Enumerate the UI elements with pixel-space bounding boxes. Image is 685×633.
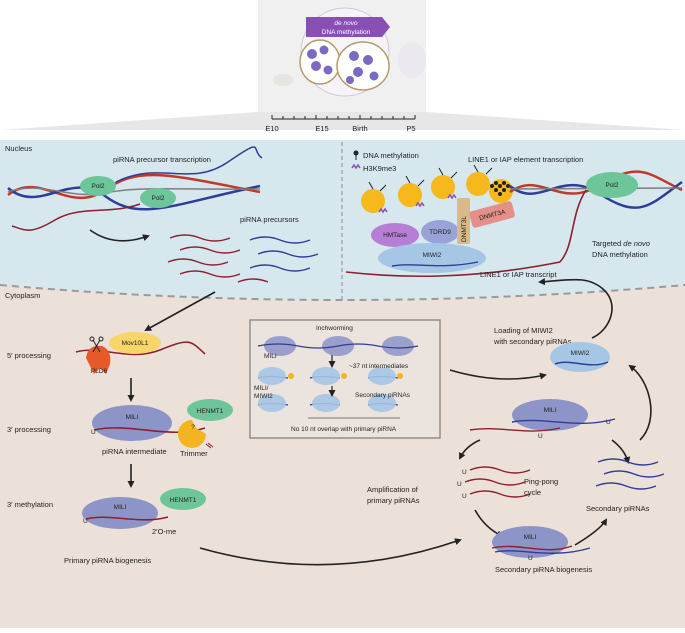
legend-dna-methylation: DNA methylation (363, 151, 419, 160)
u-secondary-f: U (528, 555, 533, 562)
targeted-line2: DNA methylation (592, 250, 648, 259)
dnmt3l-label: DNMT3L (461, 216, 468, 242)
pol2-b-label: Pol2 (151, 195, 164, 202)
mili-bottom-label: MILI (524, 534, 537, 541)
tdrd9-label: TDRD9 (429, 229, 451, 236)
pingpong-line2: cycle (524, 488, 541, 497)
mili-primary-2-label: MILI (114, 504, 127, 511)
henmt1-2-label: HENMT1 (170, 497, 197, 504)
intermediate-label: piRNA intermediate (102, 447, 167, 456)
pingpong-line1: Ping-pong (524, 477, 558, 486)
timeline-axis: E10 E15 Birth P5 (265, 115, 416, 133)
mov10l1 (109, 332, 161, 354)
inset-mili-miwi2-1: MILI/ (254, 385, 269, 392)
loading-line1: Loading of MIWI2 (494, 326, 553, 335)
miwi2-cytoplasm (550, 342, 610, 372)
pol2-b (140, 188, 176, 208)
precursors-label: piRNA precursors (240, 215, 299, 224)
henmt1-2 (160, 488, 206, 510)
miwi2-nucleus-label: MIWI2 (423, 252, 442, 259)
inset-mili-label: MILI (264, 353, 277, 360)
curved-arrow-icon (89, 229, 150, 242)
trimmer-question: ? (191, 424, 195, 431)
secondary-pirnas-label: Secondary piRNAs (586, 504, 650, 513)
amplification-line2: primary piRNAs (367, 496, 420, 505)
process-tag: de novo DNA methylation (306, 17, 390, 37)
inset-secondary-label: Secondary piRNAs (355, 392, 411, 399)
amplification-line1: Amplification of (367, 485, 419, 494)
pol2-a-label: Pol2 (91, 183, 104, 190)
transposon-silencing: DNA methylation H3K9me3 LINE1 or IAP ele… (345, 150, 683, 279)
inchworming-inset: Inchworming MILI MILI/ MIWI2 (249, 319, 441, 439)
mili-primary-1-label: MILI (126, 414, 139, 421)
targeted-line1: Targeted de novo (592, 239, 650, 248)
precursor-title: piRNA precursor transcription (113, 155, 211, 164)
primary-biogenesis: 5′ processing 3′ processing 3′ methylati… (7, 291, 462, 566)
line1-title: LINE1 or IAP element transcription (468, 155, 583, 164)
cytoplasm-label: Cytoplasm (5, 291, 40, 300)
germ-cell-illustration (299, 39, 390, 91)
nucleus-label: Nucleus (5, 144, 32, 153)
transcript-label: LINE1 or IAP transcript (480, 270, 557, 279)
tick-e10: E10 (265, 124, 278, 133)
u-secondary-c: U (462, 469, 467, 476)
process-tag-line1: de novo (334, 20, 358, 27)
row-3methyl: 3′ methylation (7, 500, 53, 509)
inset-mili-miwi2-2: MIWI2 (254, 393, 273, 400)
u-secondary-b: U (606, 419, 611, 426)
pol2-right (586, 172, 638, 198)
intermediates-label: ~37 nt intermediates (349, 363, 409, 370)
mov10l1-label: Mov10L1 (122, 340, 149, 347)
row-3prime: 3′ processing (7, 425, 51, 434)
trimmer-label: Trimmer (180, 449, 208, 458)
primary-title: Primary piRNA biogenesis (64, 556, 151, 565)
legend-h3k9me3: H3K9me3 (363, 164, 396, 173)
tick-p5: P5 (406, 124, 415, 133)
secondary-biogenesis: Loading of MIWI2 with secondary piRNAs M… (367, 278, 665, 574)
u-primary-1: U (91, 429, 96, 436)
scissors-icon (89, 336, 104, 353)
nucleosomes (361, 164, 513, 214)
tdrd9 (421, 220, 459, 244)
mili-top (512, 399, 588, 431)
tick-birth: Birth (352, 124, 367, 133)
secondary-title: Secondary piRNA biogenesis (495, 565, 592, 574)
pld6-label: PLD6 (91, 368, 108, 375)
precursor-transcription: piRNA precursor transcription Pol2 Pol2 … (7, 146, 319, 283)
henmt1-1-label: HENMT1 (197, 408, 224, 415)
henmt1-1 (187, 399, 233, 421)
dnmt3a (469, 201, 515, 228)
loading-line2: with secondary piRNAs (493, 337, 572, 346)
targeted-italic: de novo (623, 239, 650, 248)
trimmer (178, 420, 206, 448)
u-secondary-d: U (457, 481, 462, 488)
u-secondary-e: U (462, 493, 467, 500)
hmtase-label: HMTase (383, 232, 407, 239)
dnmt3l (457, 198, 470, 244)
timeline-panel: de novo DNA methylation E10 E15 Birth P5 (0, 0, 685, 133)
pol2-right-label: Pol2 (605, 182, 618, 189)
u-primary-2: U (83, 518, 88, 525)
row-5prime: 5′ processing (7, 351, 51, 360)
u-secondary-a: U (538, 433, 543, 440)
targeted-prefix: Targeted (592, 239, 621, 248)
overlap-label: No 10 nt overlap with primary piRNA (291, 426, 397, 433)
mili-top-label: MILI (544, 407, 557, 414)
pld6 (86, 345, 111, 374)
miwi2-cytoplasm-label: MIWI2 (571, 350, 590, 357)
hmtase (371, 223, 419, 247)
mili-primary-1 (92, 405, 172, 441)
mili-primary-2 (82, 497, 158, 529)
ome-label: 2′O-me (152, 527, 176, 536)
pol2-a (80, 176, 116, 196)
tick-e15: E15 (315, 124, 328, 133)
process-tag-line2: DNA methylation (322, 29, 371, 36)
inchworming-label: Inchworming (316, 325, 353, 332)
wavy-h3k9me3-icon (351, 163, 361, 170)
